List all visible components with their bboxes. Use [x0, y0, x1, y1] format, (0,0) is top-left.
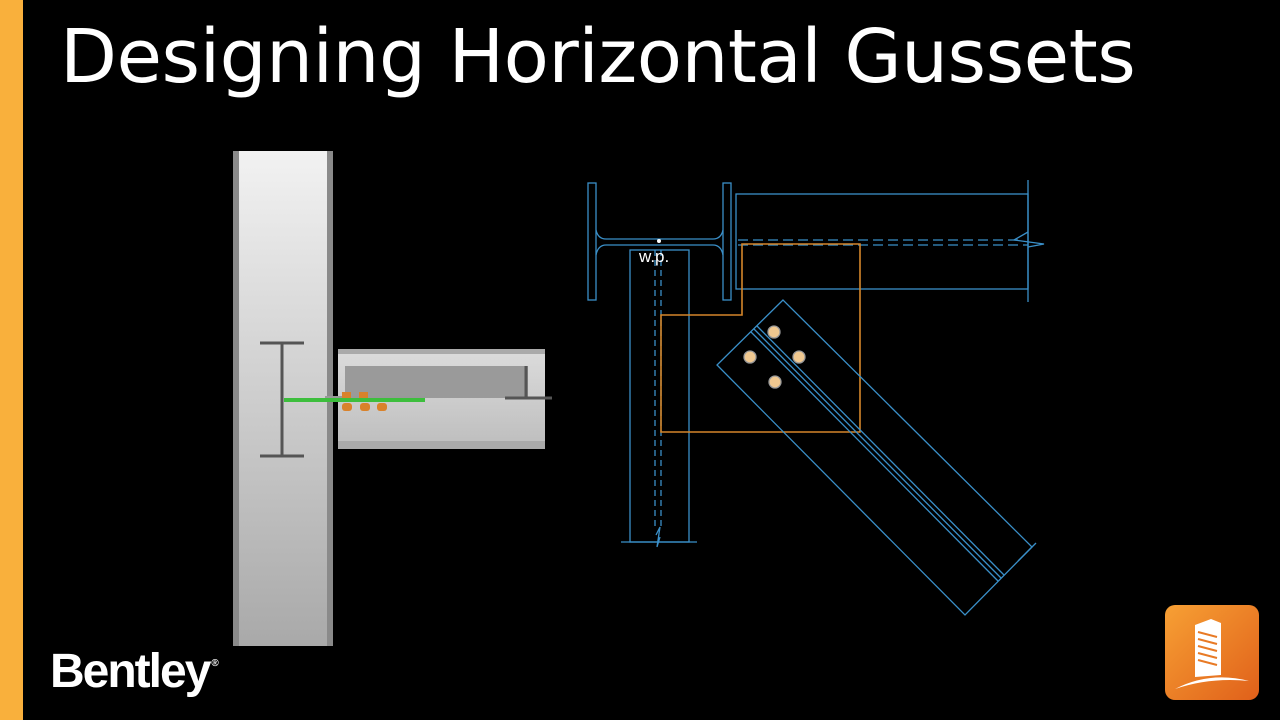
registered-mark: ®: [211, 658, 219, 669]
column-left-flange: [587, 182, 597, 301]
work-point: [657, 239, 661, 243]
bolt: [792, 350, 806, 364]
plan-drawing: [587, 180, 1045, 616]
column-right-flange: [722, 182, 732, 301]
bentley-logo: Bentley®: [50, 644, 219, 699]
bolt: [768, 375, 782, 389]
building-app-icon: [1165, 605, 1259, 700]
brand-text: Bentley: [50, 645, 211, 698]
work-point-label: w.p.: [638, 247, 669, 266]
column-section-outline: [260, 341, 304, 458]
main-beam: [735, 193, 1029, 290]
secondary-beam: [629, 249, 690, 543]
bolt: [743, 350, 757, 364]
bolt: [767, 325, 781, 339]
building-icon: [1175, 619, 1249, 689]
3d-connection-view: [233, 151, 552, 646]
gusset-plate: [660, 243, 861, 433]
bolts-plan: [743, 325, 806, 389]
accent-bar: [0, 0, 23, 720]
brace: [716, 299, 1037, 616]
bolts-3d: [342, 392, 387, 411]
slide-title: Designing Horizontal Gussets: [60, 14, 1136, 100]
